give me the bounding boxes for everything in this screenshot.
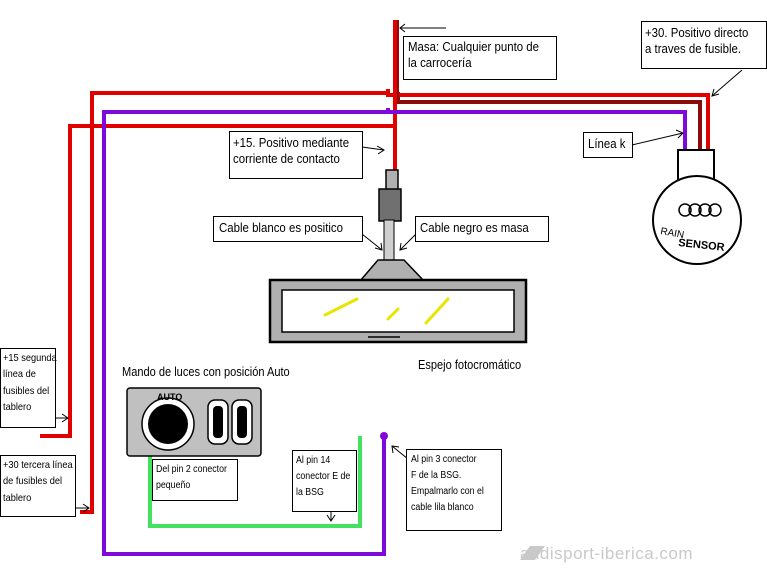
wire-red-plus30-main [386, 89, 710, 155]
label-mando-luces: Mando de luces con posición Auto [122, 364, 290, 379]
label-plus15-segunda-line-4: tablero [3, 400, 32, 413]
watermark-logo [520, 546, 545, 560]
label-plus30-tercera-line-1: +30 tercera línea [3, 459, 73, 471]
label-linea-k: Línea k [583, 132, 633, 158]
label-masa: Masa: Cualquier punto de la carrocería [403, 36, 557, 80]
label-plus30-direct-line-2: a traves de fusible. [645, 41, 742, 57]
label-pin14-line-3: la BSG [296, 487, 324, 498]
label-cable-blanco-text: Cable blanco es positico [219, 220, 344, 235]
light-switch-knob [148, 404, 188, 444]
wire-purple-node [380, 432, 388, 440]
mirror-connector [385, 169, 399, 191]
label-masa-line-1: Masa: Cualquier punto de [408, 39, 540, 54]
wire-red-plus30-left [80, 91, 388, 514]
sensor-rain-text: RAIN [659, 226, 684, 241]
mirror-stem [383, 219, 395, 261]
label-cable-blanco: Cable blanco es positico [213, 216, 363, 242]
label-cable-negro: Cable negro es masa [415, 216, 549, 242]
label-masa-line-2: la carrocería [408, 55, 472, 71]
label-pin3-line-2: F de la BSG. [411, 470, 462, 481]
wire-red-plus15 [40, 124, 395, 438]
label-plus15-contact: +15. Positivo mediante corriente de cont… [229, 131, 363, 179]
wire-brown-plus30 [396, 92, 702, 155]
label-pin2-line-1: Del pin 2 conector [156, 464, 227, 475]
label-pin3-line-3: Empalmarlo con el [411, 486, 484, 497]
mirror-mount [358, 259, 426, 282]
mirror-connector-body [378, 188, 402, 222]
label-cable-negro-text: Cable negro es masa [420, 220, 529, 235]
rain-sensor-body [652, 175, 742, 265]
audi-rings-logo [678, 203, 722, 217]
label-plus15-segunda-line-1: +15 segunda [3, 352, 57, 364]
label-plus15-contact-line-1: +15. Positivo mediante [233, 135, 350, 150]
label-plus15-segunda: +15 segunda línea de fusibles del tabler… [0, 348, 57, 428]
label-espejo: Espejo fotocromático [418, 357, 522, 372]
label-plus15-segunda-line-2: línea de [3, 368, 36, 381]
label-pin3: Al pin 3 conector F de la BSG. Empalmarl… [406, 449, 502, 531]
label-plus30-tercera-line-3: tablero [3, 491, 32, 504]
mirror-glass [281, 289, 515, 333]
label-plus15-segunda-line-3: fusibles del [3, 384, 50, 397]
label-pin2-line-2: pequeño [156, 480, 191, 491]
label-plus30-tercera-line-2: de fusibles del [3, 475, 63, 488]
arrow-marks [55, 23, 743, 522]
label-pin14: Al pin 14 conector E de la BSG [292, 450, 357, 512]
wire-green [148, 436, 362, 528]
light-switch-button-2-fill [237, 406, 247, 438]
label-plus30-tercera: +30 tercera línea de fusibles del tabler… [0, 455, 76, 517]
mirror-highlights [323, 297, 450, 325]
watermark: audisport-iberica.com [520, 544, 694, 563]
wire-purple-left [102, 110, 388, 556]
label-linea-k-text: Línea k [588, 136, 626, 151]
label-plus30-direct-line-1: +30. Positivo directo [645, 25, 749, 40]
sensor-sensor-text: SENSOR [678, 237, 726, 254]
label-pin14-line-1: Al pin 14 [296, 455, 331, 466]
wire-purple-k [386, 108, 687, 160]
light-switch-button-1-fill [213, 406, 223, 438]
label-pin3-line-1: Al pin 3 conector [411, 454, 477, 465]
label-pin3-line-4: cable lila blanco [411, 502, 474, 513]
label-pin14-line-2: conector E de [296, 471, 351, 482]
label-plus30-direct: +30. Positivo directo a traves de fusibl… [641, 21, 767, 69]
label-pin2: Del pin 2 conector pequeño [152, 459, 238, 501]
light-switch-auto-label: AUTO [157, 392, 182, 402]
label-plus15-contact-line-2: corriente de contacto [233, 151, 340, 167]
